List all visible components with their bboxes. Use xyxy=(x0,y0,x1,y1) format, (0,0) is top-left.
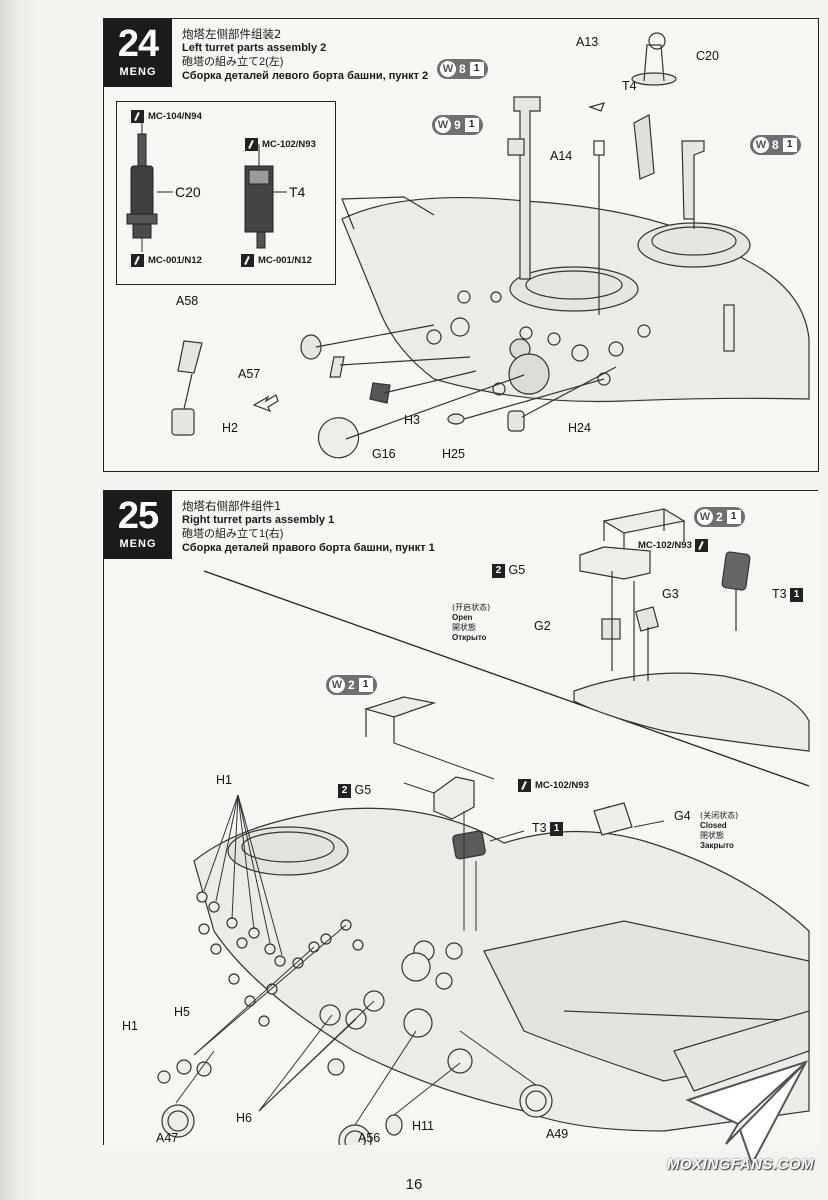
open-state-label: (开启状态) Open 開状態 Открыто xyxy=(452,603,491,642)
page-binding-edge xyxy=(0,0,40,1200)
part-label-a58: A58 xyxy=(176,294,199,308)
page-number: 16 xyxy=(405,1176,423,1193)
brand-logo: MENG xyxy=(119,66,157,78)
decal-mark-icon: 1 xyxy=(469,62,484,76)
part-label-h3: H3 xyxy=(404,413,420,427)
part-label-g4: G4 xyxy=(674,809,691,823)
paint-code-top-right: MC-102/N93 xyxy=(245,138,316,151)
part-label-g2: G2 xyxy=(534,619,551,633)
step-number-box: 25 MENG xyxy=(104,491,172,559)
paint-code-lower: MC-102/N93 xyxy=(518,779,589,792)
step-24-assembly-drawing xyxy=(171,32,810,459)
part-label-h11: H11 xyxy=(412,1119,435,1133)
part-label-g5-upper: 2 G5 xyxy=(492,563,525,578)
step-25-assembly-drawing xyxy=(157,508,810,1145)
title-zh: 炮塔右侧部件组件1 xyxy=(182,499,282,513)
paint-code-bottom-left: MC-001/N12 xyxy=(131,254,202,267)
brand-logo: MENG xyxy=(119,538,157,550)
part-label-h24: H24 xyxy=(568,421,591,435)
title-ja: 砲塔の組み立て1(右) xyxy=(182,528,284,540)
part-label-h5: H5 xyxy=(174,1005,190,1019)
quantity-badge: 2 xyxy=(338,783,351,798)
step-number-box: 24 MENG xyxy=(104,19,172,87)
title-en: Right turret parts assembly 1 xyxy=(182,514,335,526)
step-number: 24 xyxy=(117,23,159,65)
part-label-a13: A13 xyxy=(576,35,599,49)
quantity-badge: 1 xyxy=(550,821,564,836)
brush-icon xyxy=(694,539,708,552)
part-label-h1-lower: H1 xyxy=(122,1019,138,1033)
step-number: 25 xyxy=(117,495,159,537)
paint-guide-inset: MC-104/N94 MC-102/N93 C20 T4 MC-001/N12 … xyxy=(116,101,336,285)
brush-icon xyxy=(131,254,144,267)
part-label-a57: A57 xyxy=(238,367,261,381)
part-label-t3-upper: T3 1 xyxy=(772,587,804,602)
part-label-a49: A49 xyxy=(546,1127,569,1141)
part-label-t4: T4 xyxy=(622,79,637,93)
title-ru: Сборка деталей левого борта башни, пункт… xyxy=(182,70,429,82)
title-ru: Сборка деталей правого борта башни, пунк… xyxy=(182,542,435,554)
part-label-g3: G3 xyxy=(662,587,679,601)
part-label-h2: H2 xyxy=(222,421,238,435)
step-24-panel: 24 MENG 炮塔左侧部件组装2 Left turret parts asse… xyxy=(103,18,819,472)
part-label-h1-upper: H1 xyxy=(216,773,232,787)
title-zh: 炮塔左侧部件组装2 xyxy=(182,27,282,41)
paper-plane-watermark-icon xyxy=(685,1060,809,1167)
part-label-a47: A47 xyxy=(156,1131,179,1145)
part-label-g5-lower: 2 G5 xyxy=(338,783,371,798)
decal-mark-icon: 1 xyxy=(726,510,741,524)
part-label-h25: H25 xyxy=(442,447,465,461)
part-label-h6: H6 xyxy=(236,1111,252,1125)
brush-icon xyxy=(245,138,258,151)
brush-icon xyxy=(241,254,254,267)
paint-guide-drawing xyxy=(126,120,287,252)
quantity-badge: 2 xyxy=(492,563,505,578)
paint-code-bottom-right: MC-001/N12 xyxy=(241,254,312,267)
brush-icon xyxy=(131,110,144,123)
title-ja: 砲塔の組み立て2(左) xyxy=(182,56,284,68)
part-label-a56: A56 xyxy=(358,1131,381,1145)
part-label-c20: C20 xyxy=(696,49,719,63)
brush-icon xyxy=(518,779,531,792)
step-title-block: 炮塔右侧部件组件1 Right turret parts assembly 1 … xyxy=(182,499,435,555)
paint-code-upper: MC-102/N93 xyxy=(638,539,712,552)
closed-state-label: (关闭状态) Closed 閉状態 Закрыто xyxy=(700,811,739,850)
decal-mark-icon: 1 xyxy=(782,138,797,152)
title-en: Left turret parts assembly 2 xyxy=(182,42,327,54)
part-label-a14: A14 xyxy=(550,149,573,163)
decal-mark-icon: 1 xyxy=(464,118,479,132)
step-25-panel: 25 MENG 炮塔右侧部件组件1 Right turret parts ass… xyxy=(103,490,818,1145)
quantity-badge: 1 xyxy=(790,587,804,602)
part-label-t4: T4 xyxy=(289,184,306,200)
step-title-block: 炮塔左侧部件组装2 Left turret parts assembly 2 砲… xyxy=(182,27,428,83)
decal-mark-icon: 1 xyxy=(358,678,373,692)
watermark-text: MOXINGFANS.COM xyxy=(666,1156,814,1173)
part-label-t3-lower: T3 1 xyxy=(532,821,564,836)
part-label-c20: C20 xyxy=(175,184,201,200)
paint-code-top-left: MC-104/N94 xyxy=(131,110,202,123)
part-label-g16: G16 xyxy=(372,447,396,461)
